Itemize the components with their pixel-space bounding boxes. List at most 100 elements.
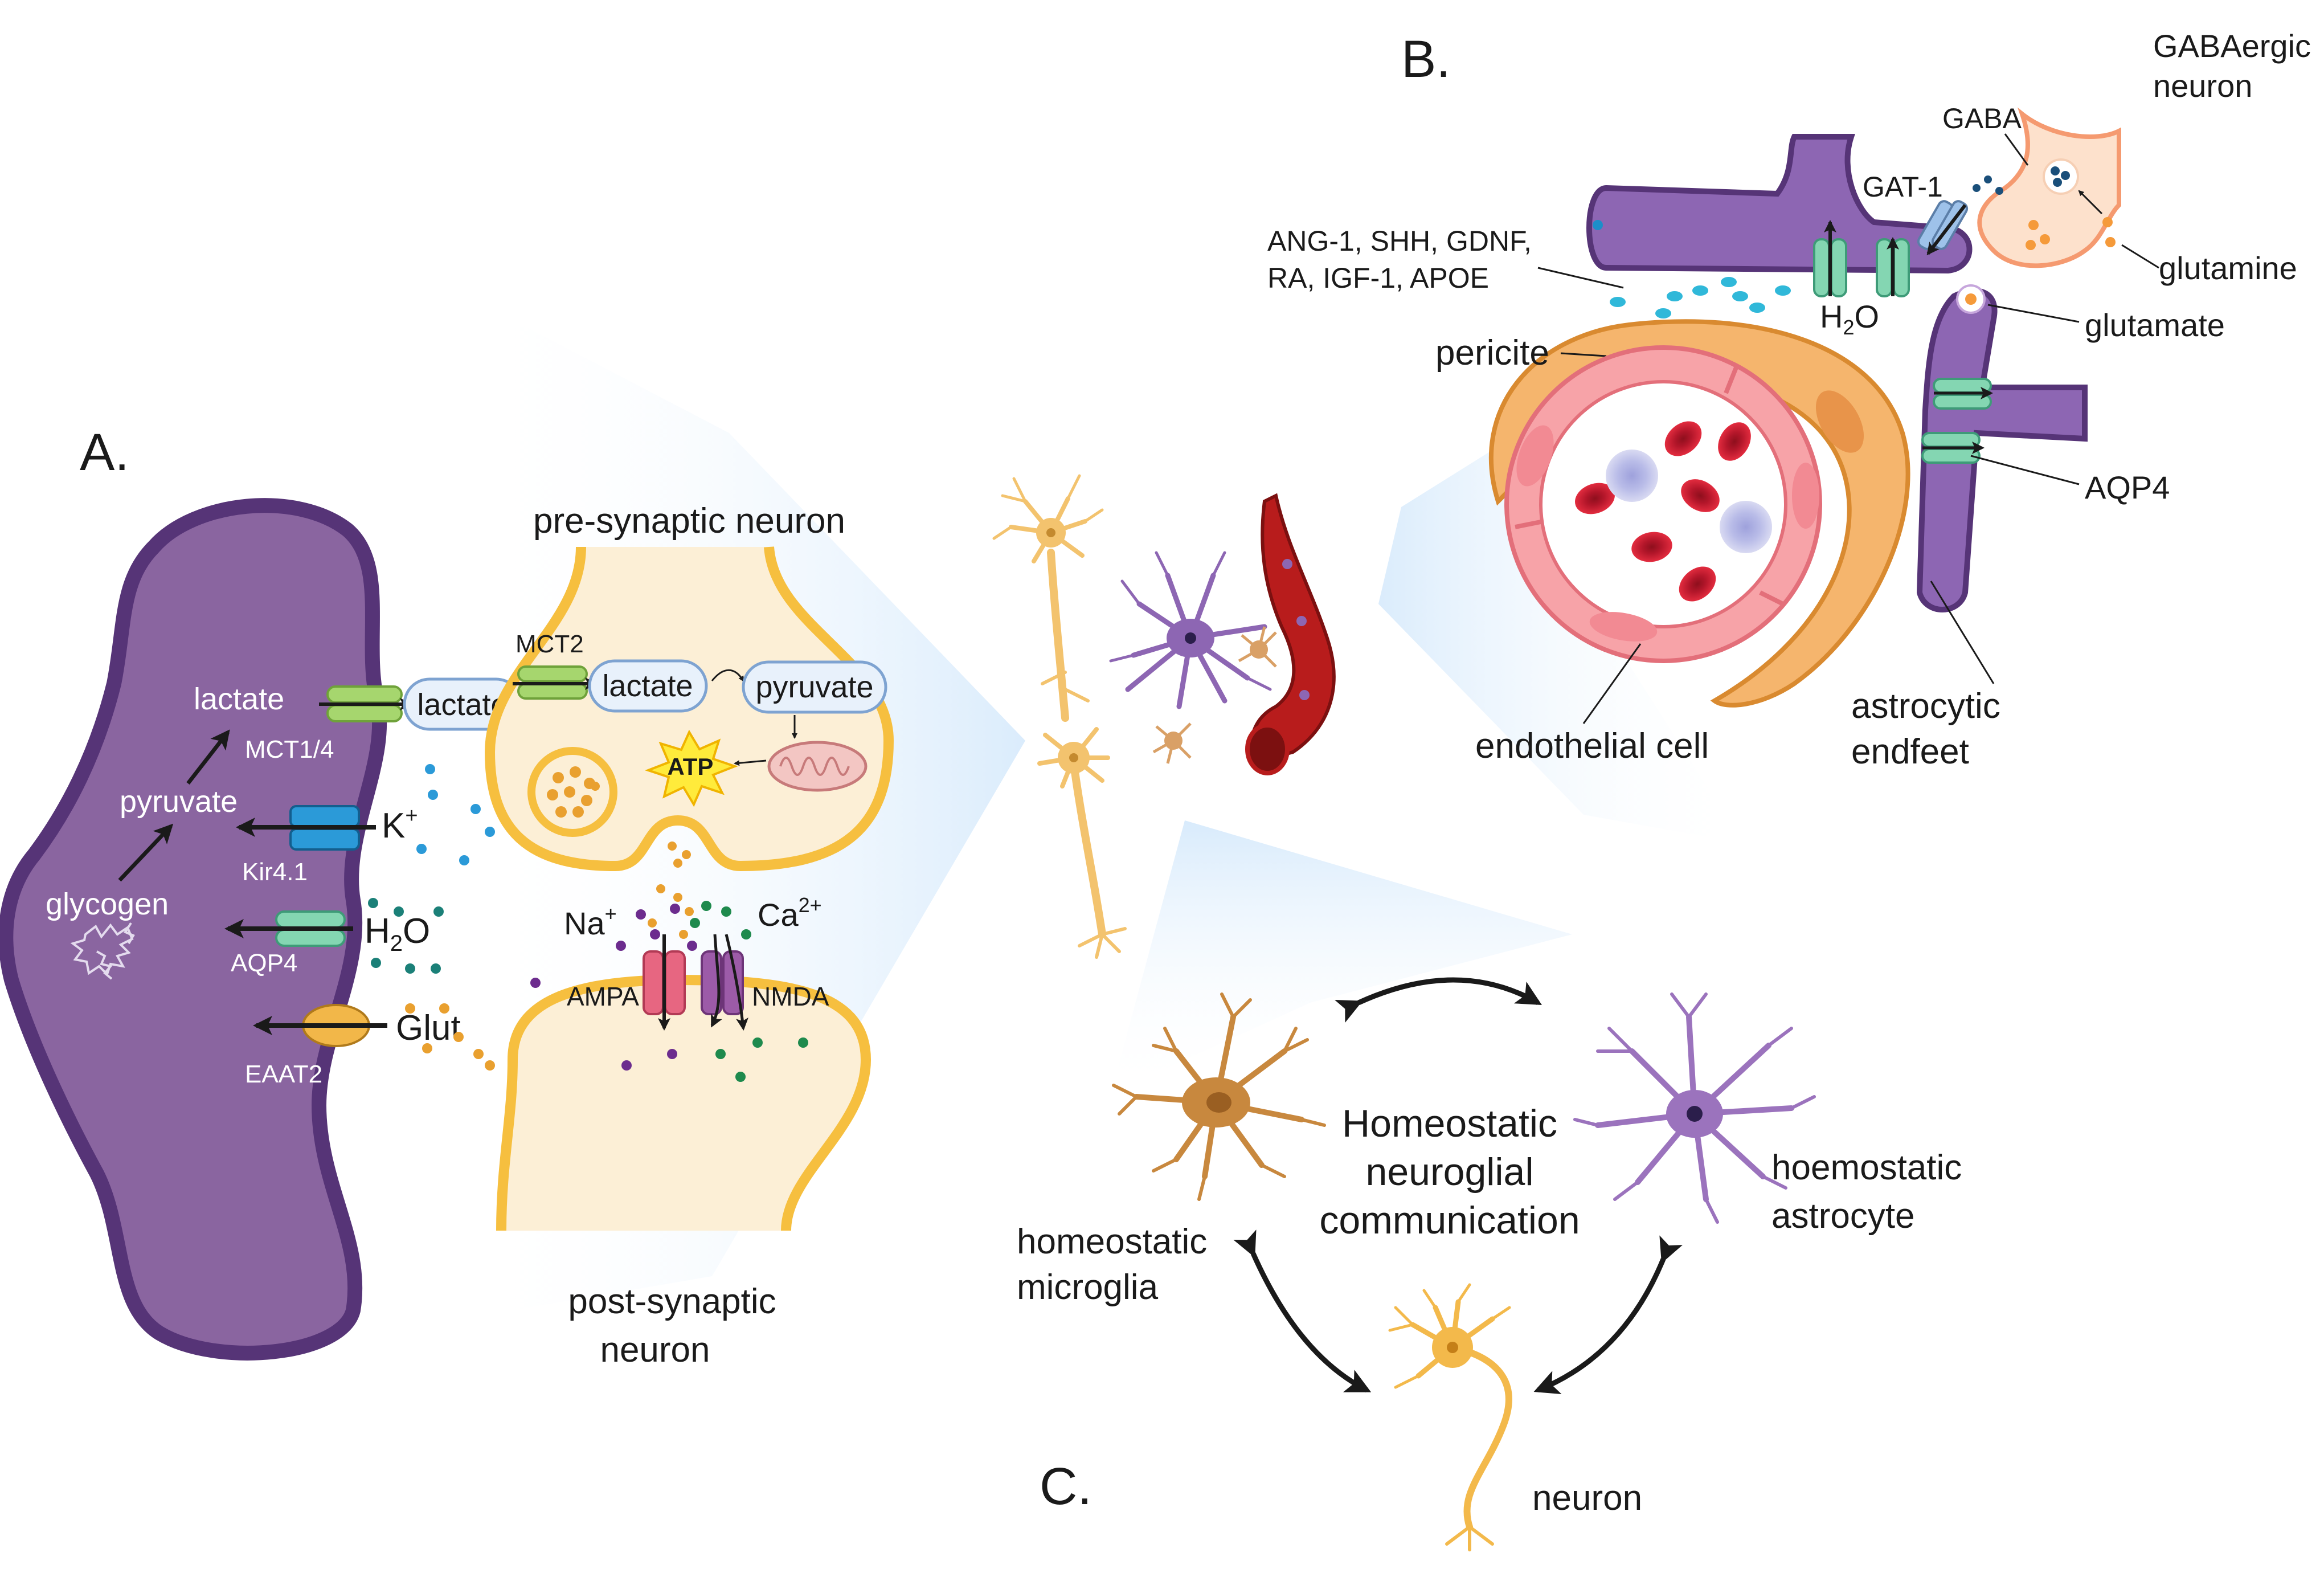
pericite-leader (1560, 352, 1607, 357)
atp-label: ATP (668, 753, 714, 780)
central-microglia-2 (1152, 722, 1192, 764)
h2o-label-b: H2O (1820, 299, 1879, 339)
center-label-3: communication (1319, 1199, 1580, 1242)
endfeet-label-2: endfeet (1851, 732, 1969, 771)
glutamate-vesicle-dot (1965, 293, 1977, 305)
astrocyte-c-label-2: astrocyte (1771, 1196, 1915, 1236)
central-neuron-bottom-nucleus (1069, 753, 1078, 762)
vesicle-glutamate (547, 766, 600, 818)
zoom-glow-b (1378, 450, 1743, 843)
microglia-label-2: microglia (1017, 1268, 1159, 1307)
white-blood-cells (1606, 450, 1772, 553)
glutamate-leader (1987, 304, 2080, 323)
mct14-label: MCT1/4 (245, 736, 334, 763)
aqp4-channel-a (224, 910, 353, 947)
neuron-c-cell (1388, 1283, 1512, 1551)
center-label-1: Homeostatic (1342, 1102, 1557, 1145)
zoom-glow-c (1111, 820, 1572, 1094)
endothelial-junctions (1515, 363, 1784, 606)
aqp4-top-channels (1813, 220, 1910, 297)
calcium-ions (690, 901, 808, 1082)
astro-endfoot-top (1586, 134, 1973, 274)
gaba-label: GABA (1942, 103, 2022, 134)
homeostatic-astrocyte-nucleus (1687, 1106, 1703, 1122)
homeostatic-astrocyte-cell (1573, 992, 1816, 1224)
k-ion-label: K+ (382, 804, 418, 845)
microglia-nucleus (1206, 1092, 1231, 1113)
water-molecules (368, 898, 444, 974)
ampa-receptor (643, 934, 686, 1031)
gabaergic-label-2: neuron (2153, 68, 2252, 104)
gaba-vesicle (2043, 158, 2079, 195)
microglia-cell (1112, 992, 1326, 1201)
endothelial-nuclei (1516, 425, 1819, 642)
central-astrocyte (1109, 551, 1272, 709)
central-neuron-top (992, 474, 1104, 722)
glutamate-cleft (648, 884, 694, 939)
arrow-pyruvate-lactate (186, 729, 230, 785)
postsynaptic-neuron (496, 974, 872, 1231)
eaat2-transporter (253, 1004, 387, 1047)
gaba-leader (2004, 133, 2029, 166)
glycogen-granules (70, 922, 135, 980)
gabaergic-label-1: GABAergic (2153, 28, 2311, 64)
pericite-label: pericite (1435, 333, 1549, 373)
panel-b-label: B. (1401, 30, 1451, 88)
factors-label-2: RA, IGF-1, APOE (1267, 262, 1489, 294)
arrow-glutamine-gaba (2078, 190, 2103, 215)
astro-glycogen-label: glycogen (46, 887, 169, 921)
arrow-mito-atp (734, 759, 767, 766)
glutamate-dots-a (405, 1003, 495, 1071)
arrow-glycogen-pyruvate (118, 823, 174, 882)
mct2-label: MCT2 (515, 630, 584, 658)
factors-leader (1537, 267, 1624, 289)
central-neuron-top-nucleus (1046, 528, 1055, 537)
glut-label: Glut (396, 1008, 461, 1048)
arrow-microglia-neuron (1233, 1229, 1372, 1393)
astro-pyruvate-label: pyruvate (120, 785, 238, 819)
central-microglia-1 (1238, 626, 1277, 668)
gat1-transporter (1917, 200, 1969, 256)
pericyte-nucleus (1815, 390, 1864, 453)
endfoot-top-dots (1593, 220, 1603, 230)
aqp4-label-a: AQP4 (231, 949, 297, 977)
glutamine-label: glutamine (2159, 250, 2297, 286)
astrocyte-c-label-1: hoemostatic (1771, 1148, 1962, 1187)
central-neuron-bottom (1037, 727, 1127, 959)
neuron-c-nucleus (1447, 1342, 1458, 1353)
astro-endfoot-right (1916, 288, 2088, 612)
h2o-label-a: H2O (365, 912, 430, 956)
postsynaptic-label-2: neuron (600, 1330, 710, 1370)
panel-a: A. lactate pyruvate glycogen MCT1/4 Kir4… (0, 423, 894, 1370)
kir41-label: Kir4.1 (242, 858, 308, 886)
aqp4-label-b: AQP4 (2085, 469, 2170, 505)
mct2-transporter (513, 665, 598, 700)
panel-c-label: C. (1040, 1457, 1092, 1515)
mitochondrion (767, 741, 868, 792)
atp-burst: ATP (645, 729, 738, 807)
lactate-neuron-pill (588, 659, 708, 713)
endfeet-leader (1930, 581, 1995, 684)
mct14-transporter (319, 685, 412, 722)
arrow-lactate-pyruvate (711, 669, 744, 682)
central-endfeet (1282, 559, 1310, 700)
central-microglia-1-soma (1250, 640, 1268, 659)
trophic-factor-dots (1610, 277, 1791, 318)
factors-label-1: ANG-1, SHH, GDNF, (1267, 225, 1532, 257)
glutamine-leader (2121, 244, 2159, 269)
astrocyte-cell (0, 498, 387, 1361)
na-ion-label: Na+ (564, 902, 617, 941)
neuron-c-label: neuron (1532, 1478, 1642, 1518)
sodium-ions (530, 904, 697, 1071)
central-vessel-lumen (1245, 723, 1290, 775)
endfeet-label-1: astrocytic (1851, 687, 2000, 726)
fusing-vesicle-dots (668, 841, 691, 868)
lactate-neuron-label: lactate (602, 669, 693, 703)
endothelial-leader (1582, 643, 1642, 724)
postsynaptic-label-1: post-synaptic (568, 1282, 776, 1321)
arrow-astrocyte-neuron (1533, 1235, 1683, 1395)
panel-a-label: A. (80, 423, 129, 481)
aqp4-right-channels (1921, 378, 1993, 464)
central-astrocyte-nucleus (1185, 632, 1196, 644)
